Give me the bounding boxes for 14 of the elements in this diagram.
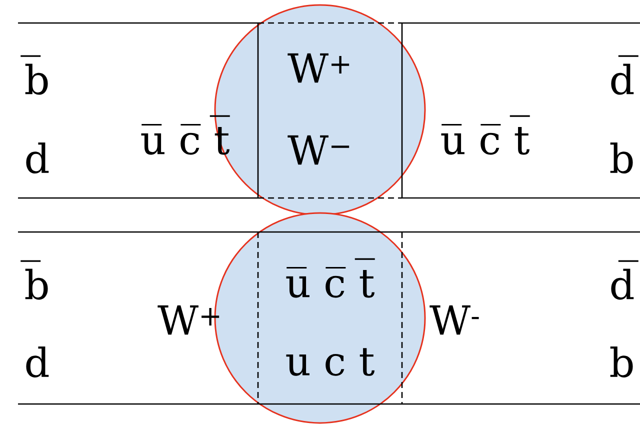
particle-label: u̅ c̅ t̅ (286, 258, 375, 298)
particle-label: b̅ (20, 55, 48, 95)
particle-label: d̅ (611, 260, 638, 300)
particle-label: d̅ (611, 55, 638, 95)
particle-label: W$^{−}$ (288, 135, 350, 165)
particle-label: b (610, 346, 633, 378)
particle-label: d (26, 142, 49, 174)
particle-label: d (26, 346, 49, 378)
particle-label: u c t (286, 348, 374, 376)
particle-label: b̅ (20, 260, 48, 300)
particle-label: W$^{-}$ (430, 305, 479, 335)
particle-label: u̅ c̅ t̅ (441, 115, 530, 155)
particle-label: W$^{+}$ (288, 53, 350, 83)
particle-label: b (610, 142, 633, 174)
